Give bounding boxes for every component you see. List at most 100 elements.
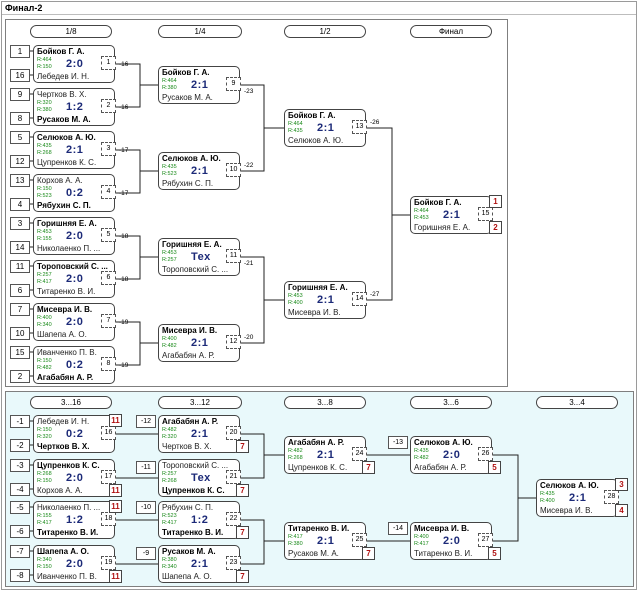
next-match-ref: -23: [244, 88, 254, 95]
player-top-rating: R:453: [162, 250, 177, 256]
player-top-rating: R:435: [540, 491, 555, 497]
player-bottom-name: Агабабян А. Р.: [414, 463, 467, 472]
player-bottom-rating: R:453: [414, 215, 429, 221]
player-bottom-rating: R:150: [37, 64, 52, 70]
match-number: 26: [478, 447, 493, 461]
player-top-name: Тороповский С. ...: [37, 262, 108, 271]
match-score: 0:2: [66, 187, 84, 199]
connector-line: [115, 63, 141, 108]
connector-line: [240, 519, 265, 565]
match-number: 8: [101, 357, 116, 371]
seed-box: 14: [10, 241, 30, 254]
player-top-rating: R:340: [37, 557, 52, 563]
match-score: 2:1: [443, 209, 461, 221]
player-bottom-name: Тороповский С. ...: [162, 265, 229, 274]
match-score: 2:1: [66, 144, 84, 156]
player-top-name: Мисевра И. В.: [37, 305, 93, 314]
player-top-rating: R:150: [37, 186, 52, 192]
player-bottom-name: Цупренков К. С.: [288, 463, 348, 472]
match-number: 3: [101, 142, 116, 156]
seed-box: 16: [10, 69, 30, 82]
player-bottom-name: Николаенко П. ...: [37, 244, 101, 253]
match-number: 23: [226, 556, 241, 570]
player-top-rating: R:417: [288, 534, 303, 540]
player-top-rating: R:400: [162, 336, 177, 342]
player-bottom-name: Корхов А. А.: [37, 486, 83, 495]
seed-box: -13: [388, 436, 408, 449]
player-bottom-name: Титаренко В. И.: [37, 287, 96, 296]
player-top-name: Агабабян А. Р.: [162, 417, 219, 426]
round-header: 1/8: [30, 25, 112, 38]
next-match-ref: -18: [119, 233, 129, 240]
match-score: 0:2: [66, 428, 84, 440]
player-bottom-rating: R:150: [37, 478, 52, 484]
seed-box: -8: [10, 569, 30, 582]
round-header: 3...4: [536, 396, 618, 409]
player-bottom-rating: R:435: [288, 128, 303, 134]
seed-box: 11: [10, 260, 30, 273]
player-bottom-rating: R:417: [414, 541, 429, 547]
player-top-rating: R:257: [162, 471, 177, 477]
player-top-name: Иванченко П. В.: [37, 348, 97, 357]
match-score: 2:1: [317, 449, 335, 461]
player-bottom-rating: R:417: [162, 520, 177, 526]
seed-box: 2: [10, 370, 30, 383]
player-bottom-name: Мисевра И. В.: [540, 506, 593, 515]
loser-place-badge: 11: [109, 484, 122, 497]
connector-line: [115, 321, 141, 366]
next-match-ref: -17: [119, 190, 129, 197]
player-bottom-name: Селюков А. Ю.: [288, 136, 344, 145]
match-number: 25: [352, 533, 367, 547]
player-bottom-rating: R:523: [162, 171, 177, 177]
player-top-name: Селюков А. Ю.: [414, 438, 473, 447]
player-bottom-name: Русаков М. А.: [162, 93, 213, 102]
match-score: 2:1: [191, 428, 209, 440]
player-top-name: Корхов А. А.: [37, 176, 83, 185]
next-match-ref: -27: [370, 291, 380, 298]
seed-box: 5: [10, 131, 30, 144]
seed-box: 1: [10, 45, 30, 58]
match-number: 27: [478, 533, 493, 547]
match-score: 2:0: [66, 230, 84, 242]
player-top-rating: R:464: [162, 78, 177, 84]
seed-box: 15: [10, 346, 30, 359]
window-title: Финал-2: [2, 2, 636, 15]
connector-line: [240, 84, 265, 172]
round-header: 3...8: [284, 396, 366, 409]
seed-box: 12: [10, 155, 30, 168]
player-top-rating: R:150: [37, 358, 52, 364]
connector-line: [240, 256, 265, 344]
player-bottom-rating: R:320: [162, 434, 177, 440]
player-top-rating: R:380: [162, 557, 177, 563]
player-top-rating: R:453: [37, 229, 52, 235]
connector-line: [115, 149, 141, 194]
